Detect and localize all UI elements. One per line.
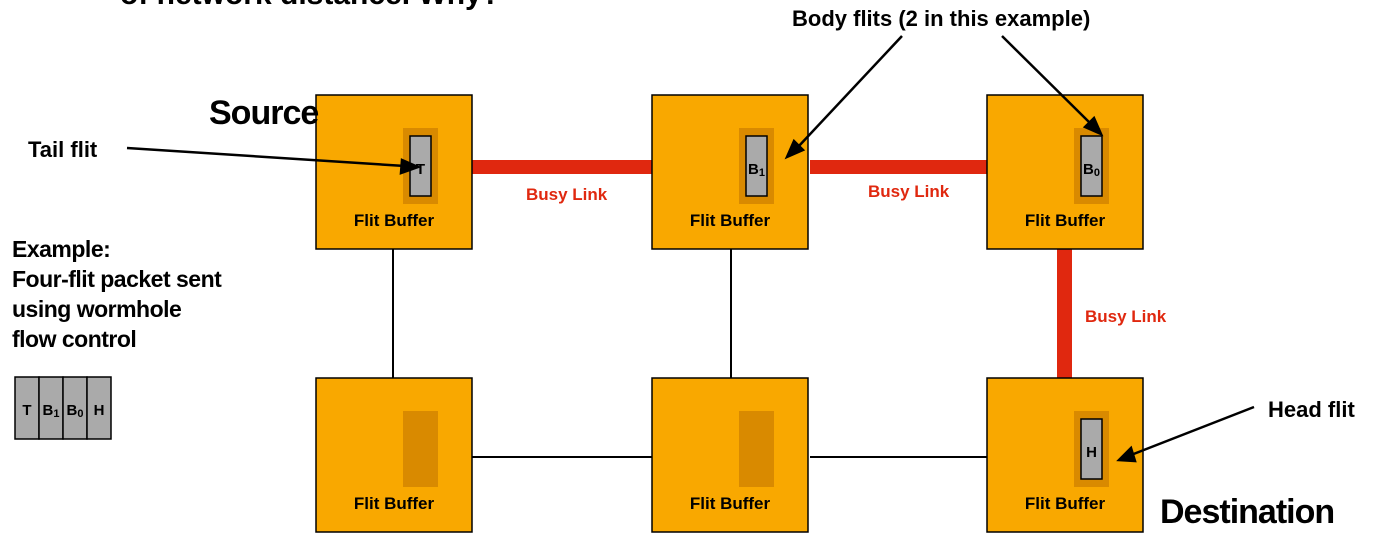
example-line-2: Four-flit packet sent [12,266,222,292]
annotation-arrows [126,35,1255,463]
router-bottom-left: Flit Buffer [315,377,473,533]
body-flit-arrowhead-right [1082,115,1104,137]
packet-flit-label: B1 [43,402,60,420]
destination-label: Destination [1160,493,1334,531]
body-flit-arrowhead-left [784,138,806,160]
flit-label: T [416,161,425,178]
packet-flit [62,376,88,440]
packet-flit-label: B0 [67,402,84,420]
packet-flit [86,376,112,440]
tail-flit-arrowhead [399,158,422,175]
head-flit-arrow [1130,405,1255,457]
busy-link-label-2: Busy Link [868,182,950,201]
flit-buffer-slot [739,411,774,487]
flit-buffer-label: Flit Buffer [1025,494,1106,513]
router-top-left: T Flit Buffer [315,94,473,250]
packet-legend: T B1 B0 H [14,376,112,440]
busy-link-top-right [810,160,987,174]
links-layer [392,160,1072,458]
body-flit-arrow-left [797,35,903,148]
body-flit-arrow-right [1001,35,1092,125]
example-line-3: using wormhole [12,296,182,322]
head-flit-label: Head flit [1268,397,1355,422]
busy-link-top-left [472,160,652,174]
router-box [315,377,473,533]
head-flit-arrowhead [1116,445,1137,463]
flit-B1 [745,135,768,197]
router-box [986,94,1144,250]
flit-label: B1 [748,161,765,179]
router-bottom-right: H Flit Buffer [986,377,1144,533]
example-line-4: flow control [12,326,137,352]
busy-link-label-1: Busy Link [526,185,608,204]
router-box [651,94,809,250]
flit-buffer-label: Flit Buffer [690,211,771,230]
flit-buffer-label: Flit Buffer [690,494,771,513]
flit-buffer-label: Flit Buffer [354,211,435,230]
flit-label: B0 [1083,161,1100,179]
example-description: Example: Four-flit packet sent using wor… [12,234,222,354]
router-box [651,377,809,533]
router-bottom-middle: Flit Buffer [651,377,809,533]
source-label: Source [209,94,318,132]
flit-buffer-label: Flit Buffer [354,494,435,513]
header-fragment: of network distance. Why? [120,0,500,11]
flit-buffer-label: Flit Buffer [1025,211,1106,230]
flit-H [1080,418,1103,480]
tail-flit-arrow [126,146,406,168]
packet-flit-label: H [94,402,105,419]
flit-B0 [1080,135,1103,197]
busy-link-label-3: Busy Link [1085,307,1167,326]
flit-label: H [1086,444,1097,461]
body-flits-label: Body flits (2 in this example) [792,6,1090,31]
router-box [986,377,1144,533]
flit-buffer-slot [403,411,438,487]
packet-flit-label: T [22,402,31,419]
tail-flit-label: Tail flit [28,137,98,162]
router-box [315,94,473,250]
busy-link-vertical-right [1057,249,1072,378]
example-line-1: Example: [12,236,111,262]
